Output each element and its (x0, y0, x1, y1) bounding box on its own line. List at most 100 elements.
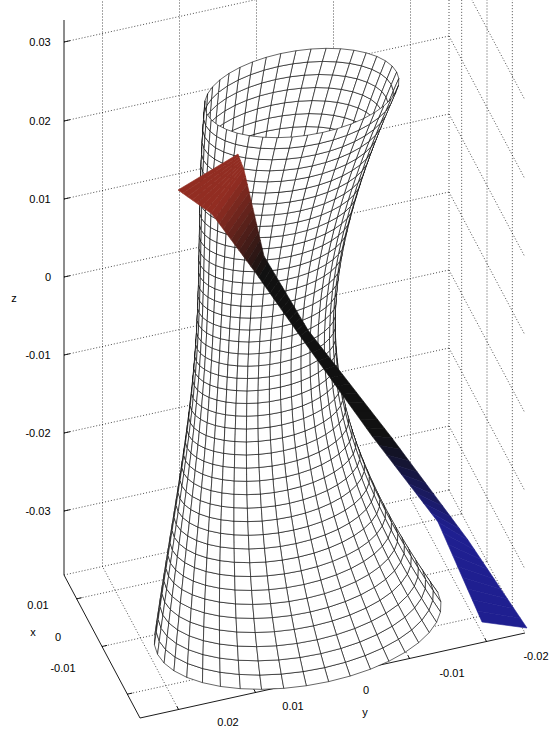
axis-label: z (11, 293, 17, 304)
mesh-cell (224, 427, 235, 441)
mesh-cell (238, 341, 249, 355)
mesh-cell (277, 643, 300, 659)
mesh-cell (258, 440, 271, 454)
mesh-cell (259, 226, 273, 238)
mesh-cell (247, 481, 261, 495)
mesh-cell (225, 415, 236, 429)
box-edge (64, 490, 449, 575)
mesh-cell (273, 477, 288, 493)
tick-mark (64, 432, 70, 433)
mesh-cell (230, 317, 240, 330)
mesh-cell (247, 403, 258, 416)
mesh-cell (227, 377, 237, 391)
tick-mark (102, 645, 107, 646)
mesh-cell (258, 660, 281, 675)
mesh-cell (218, 375, 228, 389)
mesh-cell (237, 646, 258, 661)
mesh-cell (260, 479, 274, 494)
tick-label: 0.01 (282, 701, 303, 712)
mesh-cell (234, 548, 250, 562)
mesh-cell (243, 271, 255, 283)
mesh-cell (214, 438, 225, 453)
tick-label: -0.03 (25, 506, 50, 517)
tick-mark (64, 510, 70, 511)
grid-line (64, 192, 449, 277)
ribbon-strip (354, 411, 378, 420)
mesh-cell (242, 283, 254, 295)
grid-line (461, 0, 462, 514)
mesh-cell (230, 305, 240, 318)
mesh-cell (269, 387, 280, 402)
mesh-cell (234, 521, 248, 535)
tick-label: 0.02 (29, 116, 50, 127)
mesh-cell (271, 601, 292, 617)
mesh-cell (250, 318, 262, 330)
mesh-cell (261, 506, 277, 521)
mesh-cell (234, 481, 247, 495)
mesh-cell (221, 506, 234, 521)
mesh-cell (232, 270, 243, 283)
mesh-cell (215, 425, 225, 440)
mesh-cell (220, 561, 235, 576)
mesh-cell (263, 533, 280, 548)
mesh-cell (220, 672, 240, 688)
mesh-cell (244, 158, 259, 171)
mesh-cell (258, 364, 269, 378)
mesh-cell (234, 508, 248, 522)
mesh-cell (236, 604, 254, 619)
mesh-cell (257, 646, 279, 661)
ribbon-strip (360, 419, 385, 429)
mesh-cell (223, 280, 233, 294)
mesh-cell (238, 354, 249, 366)
mesh-cell (223, 466, 235, 481)
tick-mark (254, 690, 256, 693)
mesh-cell (251, 193, 265, 205)
mesh-cell (216, 400, 226, 415)
mesh-cell (273, 213, 288, 226)
mesh-cell (219, 363, 228, 377)
mesh-cell (260, 492, 275, 507)
mesh-cell (261, 305, 273, 318)
mesh-cell (220, 644, 239, 660)
mesh-cell (269, 400, 281, 415)
grid-line (487, 0, 488, 562)
tick-mark (64, 120, 70, 121)
mesh-cell (236, 618, 255, 633)
mesh-cell (219, 73, 229, 92)
mesh-cell (277, 191, 293, 204)
mesh-cell (269, 362, 280, 376)
mesh-cell (222, 493, 235, 508)
mesh-cell (271, 224, 285, 237)
mesh-cell (270, 338, 281, 352)
mesh-cell (219, 630, 237, 646)
mesh-cell (234, 468, 246, 482)
tick-mark (177, 707, 179, 710)
mesh-cell (272, 464, 286, 480)
tick-label: -0.02 (523, 651, 548, 662)
grid-line (102, 562, 487, 647)
mesh-cell (260, 674, 284, 689)
mesh-cell (289, 135, 307, 148)
tick-mark (485, 639, 487, 642)
mesh-cell (269, 375, 280, 389)
z-axis (64, 20, 65, 575)
mesh-cell (275, 629, 297, 645)
mesh-cell (235, 576, 252, 590)
mesh-cell (211, 477, 222, 493)
mesh-cell (254, 618, 275, 633)
mesh-cell (251, 576, 269, 591)
mesh-cell (248, 341, 259, 354)
mesh-cell (264, 54, 281, 71)
grid-line (410, 0, 411, 499)
mesh-cell (226, 402, 237, 416)
mesh-cell (220, 327, 229, 341)
mesh-cell (236, 403, 247, 416)
tick-mark (64, 354, 70, 355)
tick-label: 0.01 (29, 194, 50, 205)
mesh-cell (279, 657, 303, 674)
ribbon-strip (342, 393, 364, 403)
mesh-cell (258, 402, 270, 416)
mesh-cell (270, 425, 283, 440)
mesh-cell (213, 451, 224, 466)
mesh-cell (235, 416, 246, 429)
